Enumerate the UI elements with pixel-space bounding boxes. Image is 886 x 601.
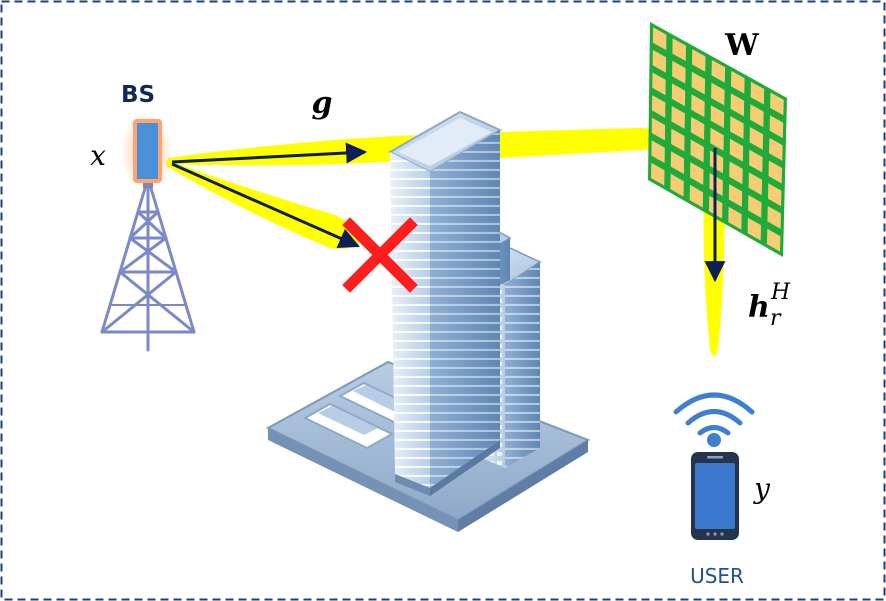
g-label: g [312,86,333,121]
ris-element [768,183,782,207]
ris-element [750,104,764,128]
ris-element [690,162,704,185]
ris-element [729,138,744,162]
ris-element [748,195,762,218]
ris-element [748,172,763,196]
ris-element [691,94,705,118]
ris-element [729,161,743,185]
antenna-icon [121,112,173,192]
hr-label: h r H [748,280,791,331]
ris-element [711,82,725,106]
ris-element [766,228,781,252]
ris-element [747,217,762,241]
h-superscript-label: H [770,280,791,305]
ris-element [728,184,743,207]
ris-element [671,106,685,129]
base-station-tower-icon [100,178,196,352]
ris-element [671,128,685,152]
ris-element [651,140,665,163]
ris-element [709,150,724,174]
ris-element [690,139,704,163]
ris-element [710,105,725,128]
ris-element [690,116,705,140]
ris-element [767,206,781,229]
ris-element [671,83,686,107]
ris-element [672,60,686,84]
w-label: W [724,28,760,63]
ris-element [749,127,764,150]
signal-arrows [171,142,726,283]
y-label: y [752,472,771,505]
ris-element [730,116,744,139]
ris-element [692,49,706,72]
arrow-g [171,142,368,164]
ris-element [749,149,763,173]
smartphone-icon [691,452,739,540]
building-icon [265,110,591,532]
ris-element [711,59,726,83]
ris-element [769,115,784,139]
ris-element [731,70,745,94]
ris-element [770,92,784,116]
ris-element [652,95,666,118]
arrow-direct [171,162,360,248]
blocked-cross-icon [342,217,418,293]
ris-element [769,137,783,161]
x-label: x [90,139,106,172]
ris-element [651,117,666,141]
ris-element [672,38,686,61]
ris-element [670,173,684,197]
ris-element [728,206,742,230]
ris-element [652,49,667,73]
ris-panel-icon [648,22,787,257]
ris-element [710,127,724,151]
ris-element [750,81,765,105]
ris-element [652,27,667,51]
h-label: h [748,290,770,325]
ris-element [691,71,706,95]
ris-element [730,93,745,117]
user-label: USER [690,564,744,588]
ris-element [689,184,704,208]
h-subscript-label: r [770,306,782,331]
ris-element [652,72,666,96]
wifi-icon [673,392,755,447]
bs-label: BS [121,82,155,108]
ris-element [651,162,665,186]
ris-element [670,151,685,174]
ris-element [768,160,783,184]
